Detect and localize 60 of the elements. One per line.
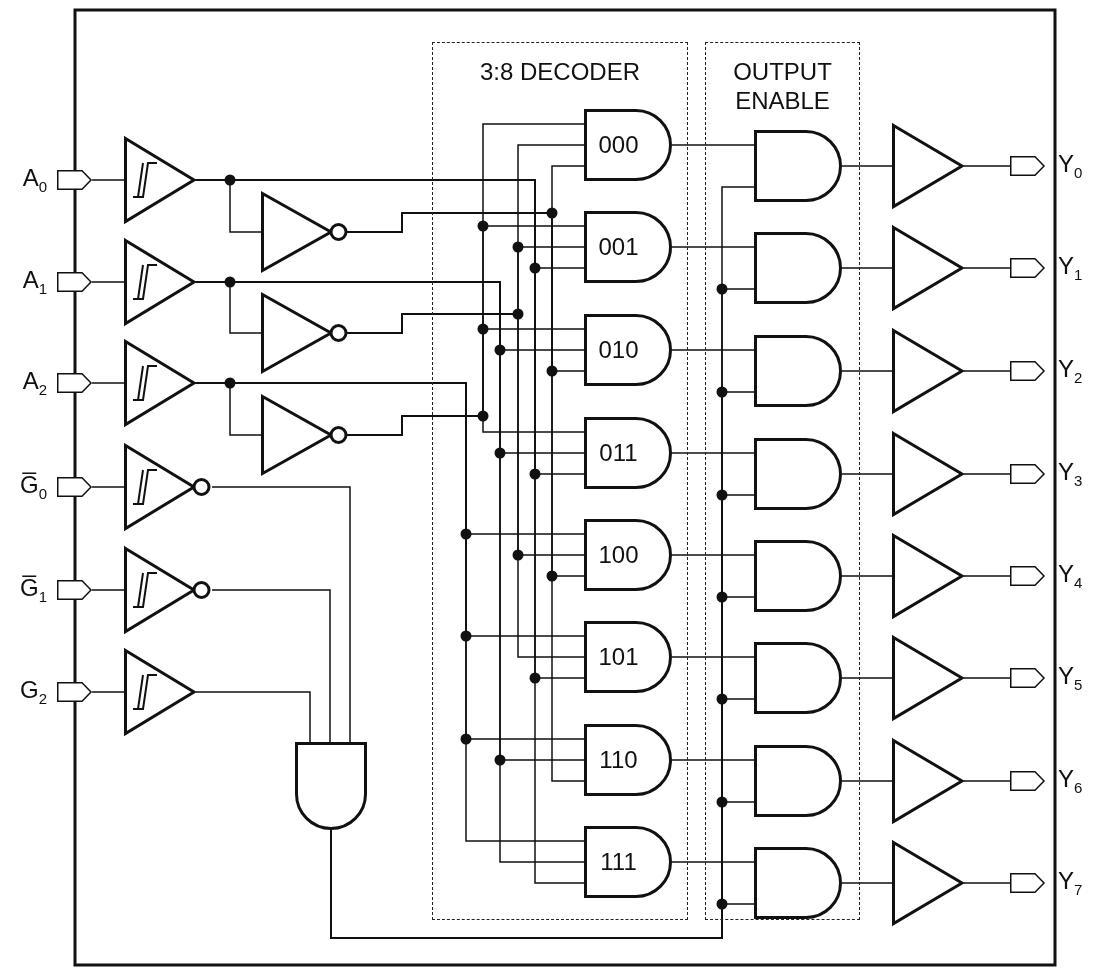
wire [91, 486, 125, 488]
pin-label: Y$_{5}$ [1058, 664, 1083, 695]
wire [841, 165, 893, 167]
gate-label: 010 [598, 335, 639, 364]
gate-label: 110 [599, 745, 638, 774]
wire [841, 370, 893, 372]
pin-label: A$_{2}$ [22, 369, 47, 400]
block-title: 3:8 DECODER [478, 57, 641, 86]
wire [671, 452, 755, 454]
wire [671, 759, 755, 761]
wire [671, 554, 755, 556]
dashed-block [432, 42, 688, 920]
wire [963, 165, 1011, 167]
wire [841, 473, 893, 475]
pin-label: A$_{1}$ [22, 268, 47, 299]
gate-label: 001 [598, 232, 639, 261]
wire [841, 575, 893, 577]
pin-label: Y$_{6}$ [1058, 767, 1083, 798]
wire [963, 677, 1011, 679]
pin-label: Y$_{7}$ [1058, 869, 1083, 900]
wire [963, 370, 1011, 372]
gate-label: 000 [598, 130, 639, 159]
wire [963, 575, 1011, 577]
wire [91, 382, 125, 384]
wire [671, 349, 755, 351]
pin-label: Y$_{0}$ [1058, 152, 1083, 183]
wire [91, 589, 125, 591]
wire [211, 486, 351, 743]
wire [671, 246, 755, 248]
pin-label: A$_{0}$ [22, 166, 47, 197]
wire [195, 691, 311, 743]
wire [671, 144, 755, 146]
wire [963, 473, 1011, 475]
gate-label: 100 [598, 540, 639, 569]
wire [963, 267, 1011, 269]
wire [211, 589, 331, 743]
pin-label: Y$_{1}$ [1058, 254, 1083, 285]
pin-label: Y$_{3}$ [1058, 460, 1083, 491]
wire [841, 882, 893, 884]
dashed-block [705, 42, 860, 920]
wire [963, 882, 1011, 884]
wire [671, 656, 755, 658]
pin-label: G̅$_{1}$ [20, 576, 47, 607]
gate-label: 111 [600, 847, 637, 876]
gate-label: 011 [599, 438, 638, 467]
block-title: OUTPUT ENABLE [732, 57, 833, 115]
wire [841, 780, 893, 782]
pin-label: G̅$_{0}$ [20, 473, 47, 504]
pin-label: G$_{2}$ [20, 678, 47, 709]
wire [91, 281, 125, 283]
wire [91, 691, 125, 693]
wire [963, 780, 1011, 782]
wire [841, 677, 893, 679]
gate-label: 101 [598, 642, 639, 671]
wire [345, 415, 585, 436]
pin-label: Y$_{2}$ [1058, 357, 1083, 388]
pin-label: Y$_{4}$ [1058, 562, 1083, 593]
wire [841, 267, 893, 269]
wire [671, 861, 755, 863]
wire [91, 179, 125, 181]
